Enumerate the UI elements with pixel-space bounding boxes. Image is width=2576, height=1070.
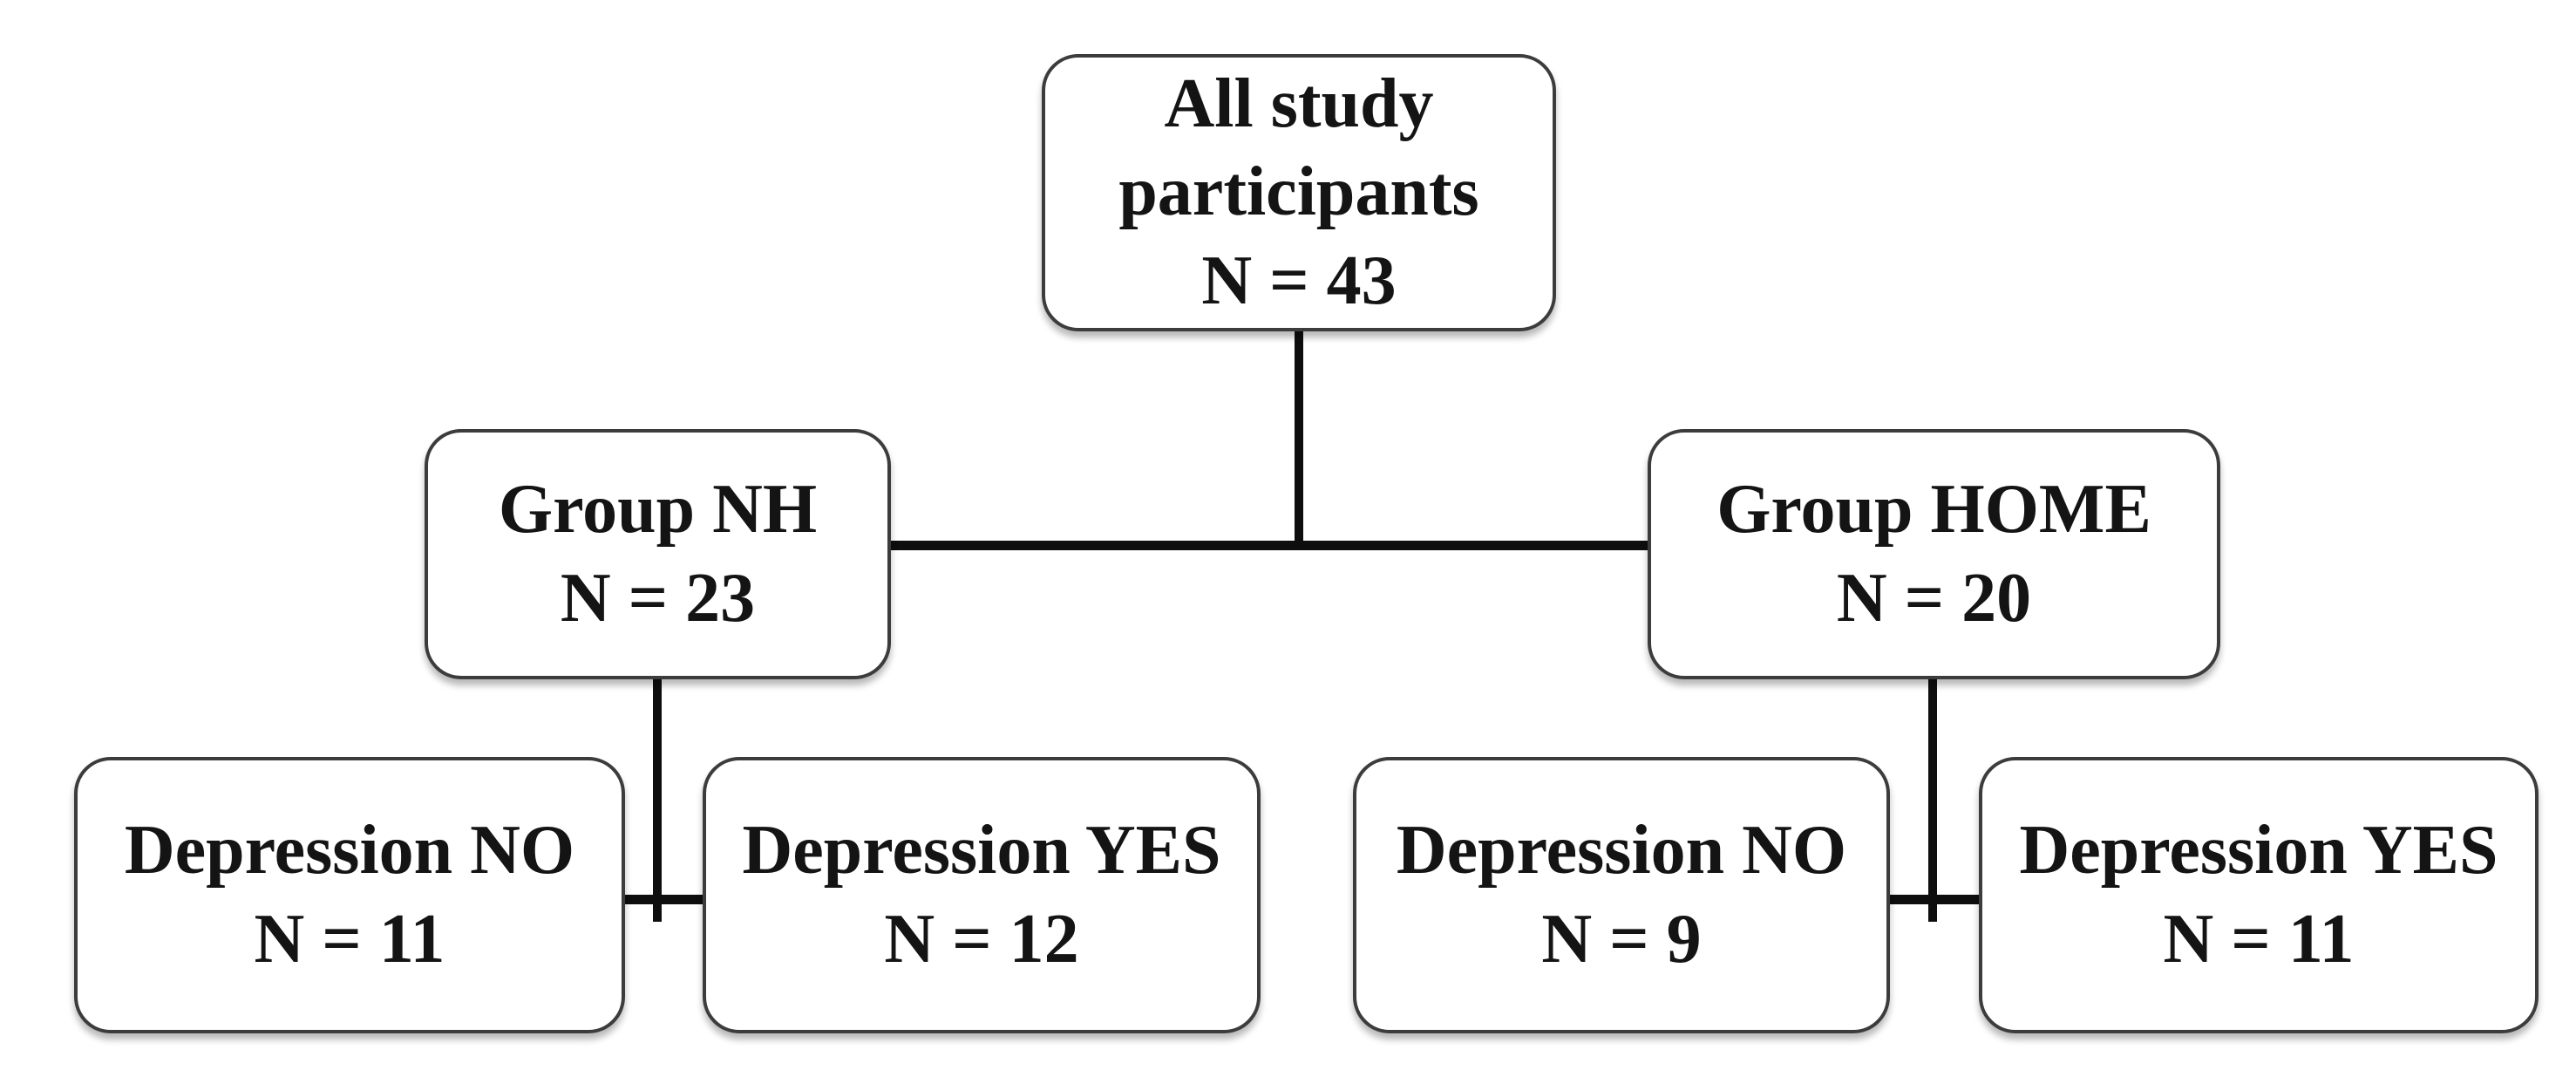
node-label: Depression NO <box>124 811 575 889</box>
node-depression-no-nh: Depression NO N = 11 <box>74 757 625 1033</box>
connector-nh-horizontal <box>620 895 704 904</box>
node-group-nh: Group NH N = 23 <box>425 429 891 679</box>
node-label: Depression YES <box>742 811 1221 889</box>
node-label: Group HOME <box>1716 470 2151 548</box>
node-count: N = 23 <box>560 559 756 637</box>
node-label: All study participants <box>1118 65 1479 231</box>
connector-home-vertical <box>1928 674 1937 922</box>
node-count: N = 9 <box>1541 900 1702 978</box>
node-count: N = 43 <box>1201 242 1397 319</box>
node-count: N = 11 <box>2163 900 2355 978</box>
node-count: N = 20 <box>1836 559 2032 637</box>
node-all-participants: All study participants N = 43 <box>1042 54 1556 331</box>
node-depression-yes-nh: Depression YES N = 12 <box>703 757 1261 1033</box>
node-label: Group NH <box>498 470 818 548</box>
node-label: Depression NO <box>1396 811 1847 889</box>
connector-home-horizontal <box>1886 895 1981 904</box>
node-label: Depression YES <box>2019 811 2498 889</box>
node-count: N = 12 <box>884 900 1079 978</box>
node-count: N = 11 <box>254 900 445 978</box>
connector-main-horizontal <box>889 541 1649 550</box>
node-depression-no-home: Depression NO N = 9 <box>1353 757 1890 1033</box>
node-group-home: Group HOME N = 20 <box>1648 429 2220 679</box>
connector-top-vertical <box>1295 326 1303 549</box>
connector-nh-vertical <box>653 674 662 922</box>
node-depression-yes-home: Depression YES N = 11 <box>1979 757 2539 1033</box>
